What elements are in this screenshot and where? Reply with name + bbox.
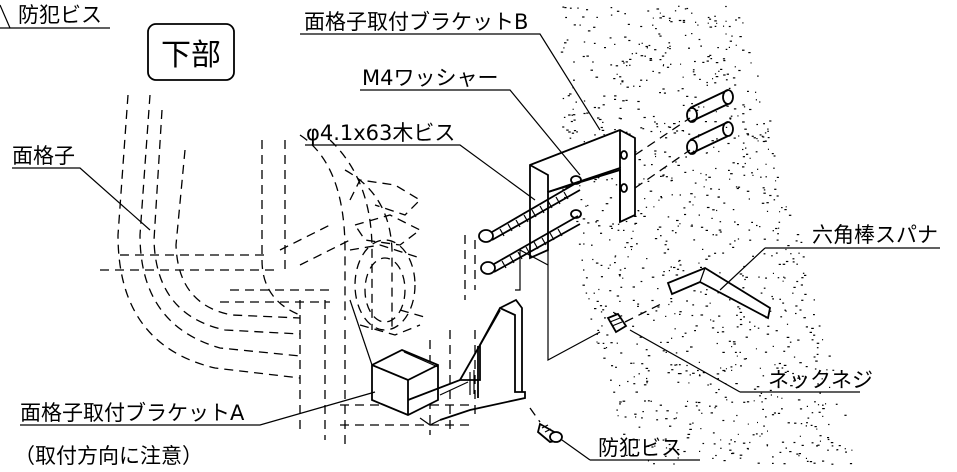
- label-bracket-a-note: （取付方向に注意）: [14, 444, 203, 468]
- wall-texture: [560, 5, 853, 465]
- label-bracket-b: 面格子取付ブラケットB: [304, 10, 528, 34]
- label-neck-screw: ネックネジ: [768, 368, 873, 392]
- bracket-b: [529, 129, 636, 260]
- label-washer: M4ワッシャー: [362, 66, 498, 90]
- label-face-lattice: 面格子: [12, 144, 75, 168]
- wood-screw-lower: [480, 215, 581, 275]
- label-security-screw-bottom: 防犯ビス: [598, 436, 682, 460]
- label-security-screw-top: 防犯ビス: [18, 3, 102, 27]
- label-hex-wrench: 六角棒スパナ: [812, 223, 938, 247]
- wall-anchors: [634, 89, 734, 189]
- lower-part-box: [147, 23, 235, 81]
- label-bracket-a: 面格子取付ブラケットA: [20, 401, 245, 425]
- wood-screw-upper: [478, 181, 581, 243]
- assembly-guides: [349, 248, 601, 366]
- hex-wrench: [666, 266, 772, 320]
- label-lower-part: 下部: [161, 38, 221, 73]
- neck-screw: [606, 301, 666, 334]
- label-wood-screw: φ4.1x63木ビス: [306, 121, 455, 145]
- face-lattice-outline: [100, 94, 476, 445]
- leader-lines: [0, 4, 940, 461]
- security-screw-bottom: [529, 407, 563, 443]
- bracket-a: [371, 298, 526, 426]
